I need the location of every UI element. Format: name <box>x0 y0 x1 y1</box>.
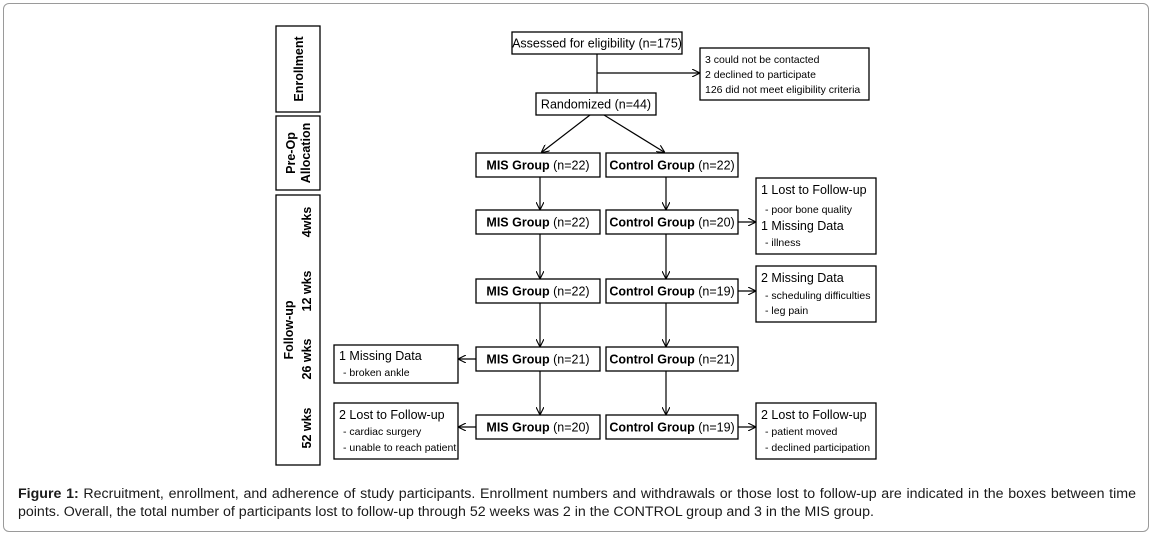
note-detail: - patient moved <box>765 426 838 438</box>
mis-52wk-box: MIS Group (n=20) <box>475 414 601 440</box>
control-52wk-note: 2 Lost to Follow-up - patient moved - de… <box>755 402 877 460</box>
note-detail: - unable to reach patient <box>343 442 456 454</box>
mis-26wk-note: 1 Missing Data - broken ankle <box>333 344 459 384</box>
group-name: Control Group <box>609 216 695 230</box>
group-count: (n=22) <box>553 216 589 230</box>
excluded-line-1: 3 could not be contacted <box>705 54 820 66</box>
figure-frame <box>3 3 1149 532</box>
group-count: (n=20) <box>698 216 734 230</box>
stage-enrollment-label: Enrollment <box>292 36 306 102</box>
group-name: Control Group <box>609 421 695 435</box>
excluded-line-3: 126 did not meet eligibility criteria <box>705 84 860 96</box>
control-4wk-box: Control Group (n=20) <box>605 209 739 235</box>
note-detail: - declined participation <box>765 442 870 454</box>
control-4wk-note: 1 Lost to Follow-up - poor bone quality … <box>755 177 877 255</box>
group-name: Control Group <box>609 353 695 367</box>
mis-26wk-box: MIS Group (n=21) <box>475 346 601 372</box>
group-count: (n=20) <box>553 421 589 435</box>
note-heading: 1 Missing Data <box>339 349 422 363</box>
stage-allocation-label: Allocation <box>299 123 313 183</box>
svg-text:MIS Group (n=22): MIS Group (n=22) <box>486 285 589 299</box>
group-count: (n=22) <box>698 159 734 173</box>
note-detail: - illness <box>765 237 801 249</box>
stage-follow-up: Follow-up 4wks 12 wks 26 wks 52 wks <box>275 194 321 466</box>
note-heading: 2 Lost to Follow-up <box>339 408 445 422</box>
control-12wk-box: Control Group (n=19) <box>605 278 739 304</box>
mis-allocation-box: MIS Group (n=22) <box>475 152 601 178</box>
randomized-box: Randomized (n=44) <box>535 92 657 116</box>
group-name: MIS Group <box>486 216 550 230</box>
stage-preop-label: Pre-Op <box>284 132 298 174</box>
assessed-box: Assessed for eligibility (n=175) <box>511 31 683 55</box>
caption-text: Recruitment, enrollment, and adherence o… <box>18 486 1136 520</box>
stage-followup-label: Follow-up <box>282 300 296 359</box>
group-count: (n=19) <box>698 421 734 435</box>
note-heading: 1 Missing Data <box>761 219 844 233</box>
svg-text:MIS Group (n=21): MIS Group (n=21) <box>486 353 589 367</box>
randomized-to-control-arrow <box>603 114 664 152</box>
note-detail: - scheduling difficulties <box>765 290 870 302</box>
mis-12wk-box: MIS Group (n=22) <box>475 278 601 304</box>
mis-52wk-note: 2 Lost to Follow-up - cardiac surgery - … <box>333 402 459 460</box>
note-heading: 2 Missing Data <box>761 271 844 285</box>
group-name: MIS Group <box>486 353 550 367</box>
stage-52wks-label: 52 wks <box>300 407 314 448</box>
svg-text:MIS Group (n=20): MIS Group (n=20) <box>486 421 589 435</box>
note-detail: - cardiac surgery <box>343 426 422 438</box>
control-12wk-note: 2 Missing Data - scheduling difficulties… <box>755 265 877 323</box>
note-detail: - broken ankle <box>343 367 410 379</box>
mis-4wk-box: MIS Group (n=22) <box>475 209 601 235</box>
figure-caption: Figure 1: Recruitment, enrollment, and a… <box>18 485 1136 521</box>
caption-label: Figure 1: <box>18 486 79 502</box>
excluded-line-2: 2 declined to participate <box>705 69 816 81</box>
control-26wk-box: Control Group (n=21) <box>605 346 739 372</box>
excluded-box: 3 could not be contacted 2 declined to p… <box>699 47 870 101</box>
group-name: MIS Group <box>486 159 550 173</box>
svg-text:Control Group (n=20): Control Group (n=20) <box>609 216 734 230</box>
randomized-to-mis-arrow <box>542 114 591 152</box>
group-name: MIS Group <box>486 421 550 435</box>
stage-26wks-label: 26 wks <box>300 338 314 379</box>
control-allocation-box: Control Group (n=22) <box>605 152 739 178</box>
stage-4wks-label: 4wks <box>300 207 314 238</box>
group-count: (n=21) <box>553 353 589 367</box>
stage-12wks-label: 12 wks <box>300 270 314 311</box>
stage-enrollment: Enrollment <box>275 25 321 113</box>
group-count: (n=22) <box>553 285 589 299</box>
group-count: (n=19) <box>698 285 734 299</box>
svg-text:Control Group (n=21): Control Group (n=21) <box>609 353 734 367</box>
group-name: MIS Group <box>486 285 550 299</box>
flow-diagram: Enrollment Pre-Op Allocation Follow-up 4… <box>275 25 877 466</box>
group-count: (n=22) <box>553 159 589 173</box>
group-name: Control Group <box>609 159 695 173</box>
stage-preop-allocation: Pre-Op Allocation <box>275 115 321 191</box>
group-name: Control Group <box>609 285 695 299</box>
svg-text:Control Group (n=22): Control Group (n=22) <box>609 159 734 173</box>
note-detail: - poor bone quality <box>765 204 853 216</box>
svg-text:Control Group (n=19): Control Group (n=19) <box>609 421 734 435</box>
svg-text:MIS Group (n=22): MIS Group (n=22) <box>486 216 589 230</box>
assessed-label: Assessed for eligibility (n=175) <box>512 37 682 51</box>
group-count: (n=21) <box>698 353 734 367</box>
svg-text:Control Group (n=19): Control Group (n=19) <box>609 285 734 299</box>
note-heading: 2 Lost to Follow-up <box>761 408 867 422</box>
note-heading: 1 Lost to Follow-up <box>761 183 867 197</box>
note-detail: - leg pain <box>765 305 808 317</box>
svg-text:MIS Group (n=22): MIS Group (n=22) <box>486 159 589 173</box>
randomized-label: Randomized (n=44) <box>541 98 651 112</box>
control-52wk-box: Control Group (n=19) <box>605 414 739 440</box>
